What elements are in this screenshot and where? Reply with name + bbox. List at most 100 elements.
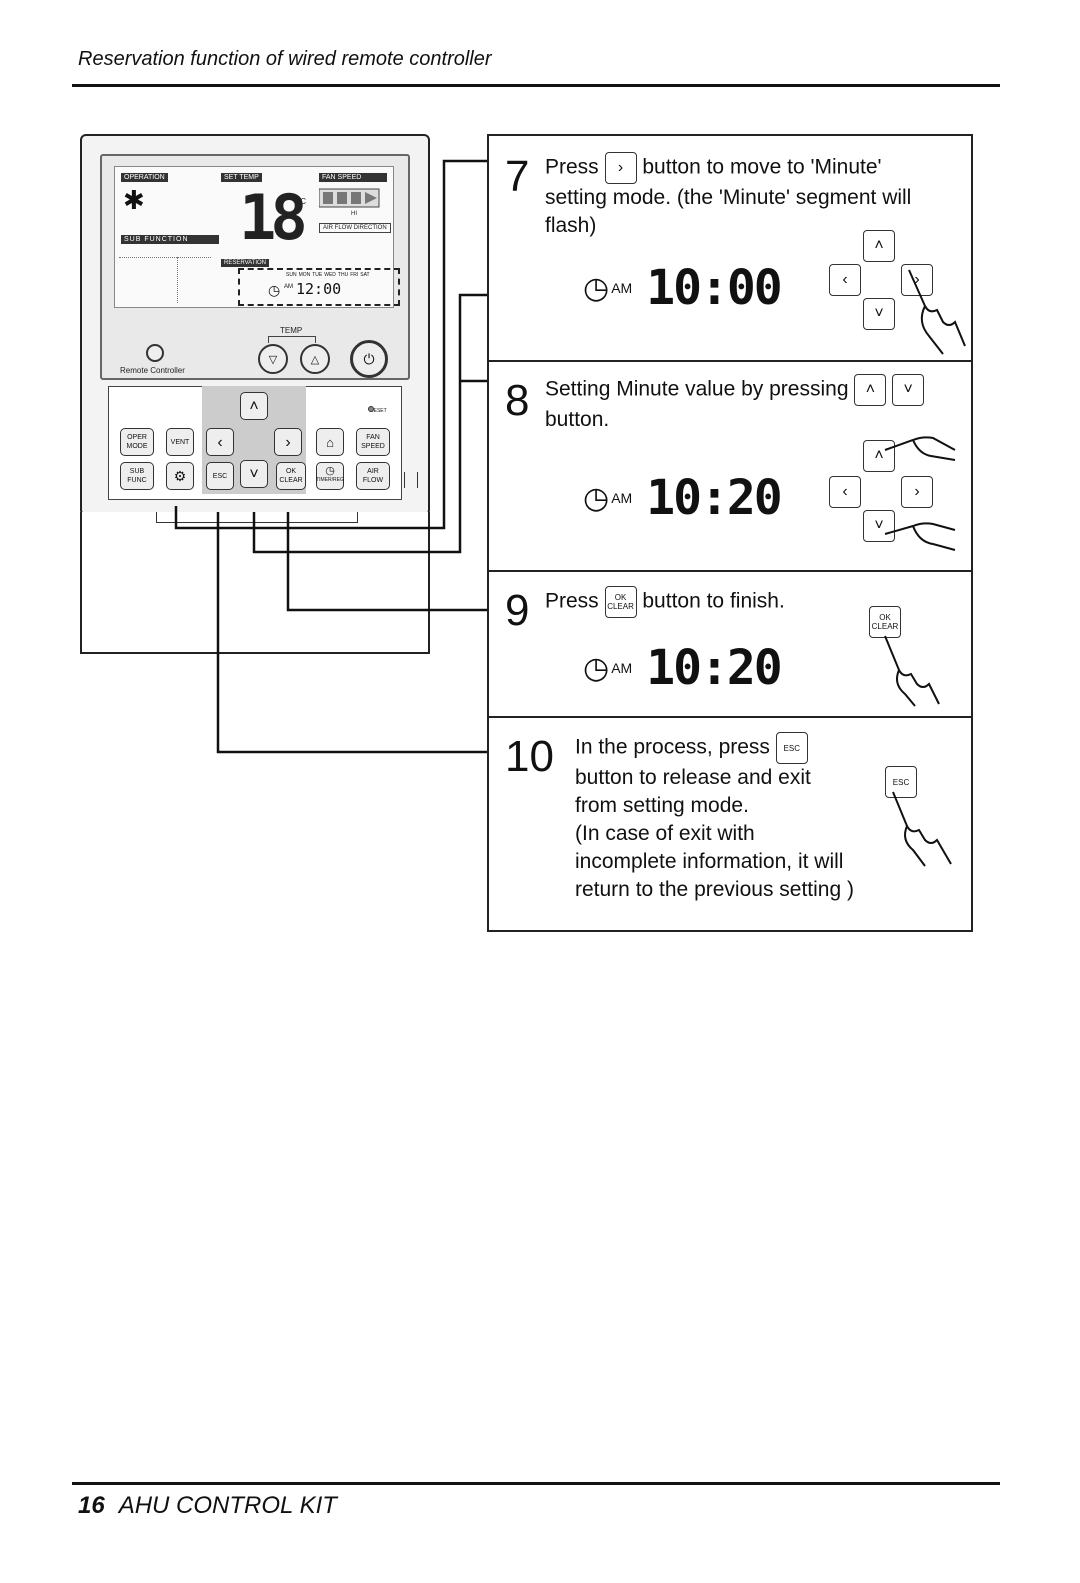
chevron-up-icon: ˄ [863,440,895,472]
reset-label: RESET [370,408,387,414]
step-divider [489,716,971,718]
remote-caption: Remote Controller [120,366,185,375]
step-8-readout: ◷ AM 10:20 [583,470,783,526]
clear-label: CLEAR [871,622,899,631]
chevron-down-icon: ˅ [892,374,925,406]
lcd-divider [119,257,211,258]
chevron-up-icon: ˄ [854,374,887,406]
ok-label: OK [879,613,891,622]
right-button[interactable]: › [274,428,302,456]
down-button[interactable]: ˅ [240,460,268,488]
day-label: MON [298,272,311,278]
day-label: WED [324,272,336,278]
page-footer: 16 AHU CONTROL KIT [78,1492,337,1520]
chevron-right-icon: › [604,152,637,184]
temp-bracket [268,336,316,343]
chevron-left-icon: ‹ [829,264,861,296]
air-flow-button[interactable]: AIR FLOW [356,462,390,490]
timer-label: TIMER/REG [316,477,344,483]
oper-mode-button[interactable]: OPER MODE [120,428,154,456]
instruction-panel: 7 Press › button to move to 'Minute' set… [487,134,973,932]
fan-speed-label: FAN SPEED [319,173,387,182]
pointing-hand-icon [892,791,952,867]
clear-label: CLEAR [607,602,634,611]
step-number: 10 [505,732,554,781]
home-leave-button[interactable]: ⌂ [316,428,344,456]
step-10-line4: (In case of exit with [575,822,755,845]
gear-icon[interactable]: ⚙ [166,462,194,490]
timer-button[interactable]: ◷ TIMER/REG [316,462,344,490]
operation-label: OPERATION [121,173,168,182]
indicator-light [146,344,164,362]
step-10-line5: incomplete information, it will [575,850,844,873]
step-8-button: button. [545,408,610,431]
day-label: SAT [360,272,370,278]
clock-icon: ◷ [583,651,610,685]
temp-up-button[interactable]: △ [300,344,330,374]
footer-rule [72,1482,1000,1485]
esc-icon: ESC [885,766,917,798]
step-10-text: In the process, press ESC button to rele… [575,732,875,904]
temp-down-button[interactable]: ▽ [258,344,288,374]
pointing-hand-icon [884,635,940,707]
remote-body: OPERATION ✱ SET TEMP 18 °C FAN SPEED HI … [80,134,430,516]
lcd-display: OPERATION ✱ SET TEMP 18 °C FAN SPEED HI … [114,166,394,308]
chevron-left-icon: ‹ [829,476,861,508]
time-display: 10:00 [646,260,782,316]
page-number: 16 [78,1492,105,1519]
mount-bracket [156,512,358,523]
fan-speed-button[interactable]: FAN SPEED [356,428,390,456]
ok-label: OK [285,468,297,475]
set-temp-value: 18 [239,181,308,254]
left-button[interactable]: ‹ [206,428,234,456]
connector-line-step10 [216,512,488,754]
step-9-action: button to finish. [642,589,785,613]
step-number: 8 [505,376,530,425]
step-number: 7 [505,152,530,201]
reset-button[interactable] [368,406,374,412]
clock-icon: ◷ [583,271,610,305]
time-display: 10:20 [646,470,782,526]
step-number: 9 [505,586,530,635]
lcd-am-label: AM [284,284,293,290]
step-10-line2: button to release and exit [575,766,811,789]
connector-line-step7 [174,159,488,530]
fan-speed-bars-icon [319,188,380,208]
step-9-readout: ◷ AM 10:20 [583,640,783,696]
day-label: FRI [350,272,359,278]
sub-func-button[interactable]: SUB FUNC [120,462,154,490]
remote-controller: OPERATION ✱ SET TEMP 18 °C FAN SPEED HI … [80,134,430,654]
step-9-press: Press [545,589,599,613]
esc-button[interactable]: ESC [206,462,234,490]
sub-function-label: SUB FUNCTION [121,235,219,244]
pointing-hand-icon [908,269,966,355]
chevron-up-icon: ˄ [863,230,895,262]
am-label: AM [611,280,633,296]
connector-line-step9 [286,512,488,612]
clock-icon: ◷ [583,481,610,515]
up-button[interactable]: ˄ [240,392,268,420]
snowflake-icon: ✱ [123,185,145,215]
day-label: THU [337,272,349,278]
power-button[interactable]: ⏻ [350,340,388,378]
clock-icon: ◷ [268,282,281,298]
step-divider [489,360,971,362]
vent-button[interactable]: VENT [166,428,194,456]
chevron-right-icon: › [901,264,933,296]
lcd-time: 12:00 [296,280,342,298]
esc-icon: ESC [775,732,808,764]
footer-title: AHU CONTROL KIT [118,1492,337,1519]
day-label: SUN [286,272,297,278]
step-10-line1: In the process, press [575,735,770,759]
page-title: Reservation function of wired remote con… [78,48,492,70]
chevron-down-icon: ˅ [863,298,895,330]
pointing-hand-icon [884,522,956,551]
step-9-text: Press OK CLEAR button to finish. [545,586,965,618]
am-label: AM [611,660,633,676]
ok-clear-button[interactable]: OK CLEAR [276,462,306,490]
set-temp-label: SET TEMP [221,173,262,182]
chevron-right-icon: › [901,476,933,508]
air-flow-label: AIR FLOW DIRECTION [319,223,391,233]
step-10-line6: return to the previous setting ) [575,878,854,901]
